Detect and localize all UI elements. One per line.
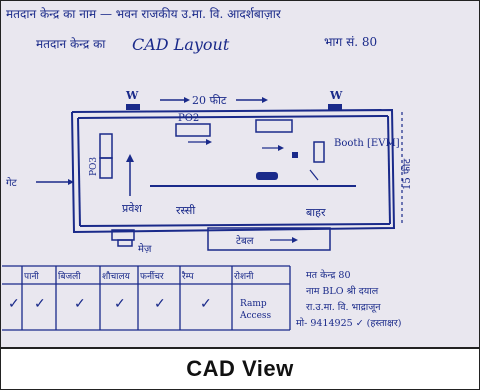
table-label: टेबल: [236, 235, 254, 247]
height-dimension: 15 फीट: [401, 112, 413, 224]
exit-label: बाहर: [306, 206, 326, 219]
booth-note-1: नाम BLO श्री दयाल: [306, 285, 379, 297]
booth-note-3: मो- 9414925 ✓ (हस्ताक्षर): [296, 317, 401, 329]
left-gate: गेट: [6, 177, 74, 189]
hand-drawn-layout: मतदान केन्द्र का नाम — भवन राजकीय उ.मा. …: [0, 0, 480, 349]
scanned-sheet: मतदान केन्द्र का नाम — भवन राजकीय उ.मा. …: [0, 0, 480, 349]
po2-desk: PO2: [175, 113, 212, 145]
checklist-header-0: पानी: [24, 270, 39, 282]
header-title: CAD Layout: [132, 35, 230, 54]
window-right-mark: [328, 104, 342, 110]
rope-label: रस्सी: [176, 204, 195, 217]
window-left-label: W: [125, 89, 139, 102]
caption-title: CAD View: [186, 356, 294, 381]
checklist-mark-row: ✓ ✓ ✓ ✓ ✓ ✓: [8, 296, 212, 312]
checklist-header-5: रोशनी: [234, 270, 254, 282]
entry-arrow: प्रवेश: [122, 154, 142, 215]
room-outline: [71, 108, 396, 234]
window-right-label: W: [329, 89, 343, 102]
outside-desk: मेज़: [111, 229, 152, 255]
window-left-mark: [126, 104, 140, 110]
left-desk-group: PO3: [89, 133, 113, 179]
booth-notes: मत केन्द्र 80 नाम BLO श्री दयाल रा.उ.मा. व…: [296, 269, 401, 329]
width-label: 20 फीट: [192, 94, 227, 107]
checklist-header-row: पानी बिजली शौचालय फर्नीचर रैम्प रोशनी: [24, 270, 254, 282]
checklist-header-2: शौचालय: [102, 270, 131, 282]
po-desk: [256, 172, 278, 180]
checklist-header-4: रैम्प: [182, 270, 195, 282]
width-dimension: 20 फीट: [160, 94, 268, 107]
header-line-2-prefix: मतदान केन्द्र का: [36, 37, 106, 51]
checklist-mark-1: ✓: [34, 296, 46, 312]
header-line-1: मतदान केन्द्र का नाम — भवन राजकीय उ.मा. …: [6, 7, 282, 21]
booth-label: Booth [EVM]: [334, 138, 400, 149]
outside-table: टेबल: [207, 227, 331, 251]
part-number: भाग सं. 80: [324, 35, 377, 49]
desk-label: मेज़: [138, 243, 152, 255]
center-desk: [255, 119, 293, 151]
checklist-mark-5: ✓: [200, 296, 212, 312]
booth-note-0: मत केन्द्र 80: [306, 269, 351, 281]
caption-bar: CAD View: [0, 348, 480, 390]
checklist-header-3: फर्नीचर: [140, 270, 164, 282]
checklist-header-1: बिजली: [58, 270, 81, 282]
svg-text:PO3: PO3: [89, 157, 99, 176]
checklist-mark-0: ✓: [8, 296, 20, 312]
gate-label: गेट: [6, 177, 18, 189]
svg-text:Access: Access: [239, 311, 272, 321]
po2-label: PO2: [178, 113, 199, 124]
facility-checklist: [2, 265, 291, 331]
ramp-access-note: Ramp: [240, 299, 267, 309]
checklist-mark-3: ✓: [114, 296, 126, 312]
height-label: 15 फीट: [401, 158, 413, 190]
checklist-mark-4: ✓: [154, 296, 166, 312]
booth-note-2: रा.उ.मा. वि. भाद्राजून: [306, 301, 381, 313]
checklist-mark-2: ✓: [74, 296, 86, 312]
voting-booth: Booth [EVM]: [292, 138, 400, 181]
entry-label: प्रवेश: [122, 202, 142, 215]
